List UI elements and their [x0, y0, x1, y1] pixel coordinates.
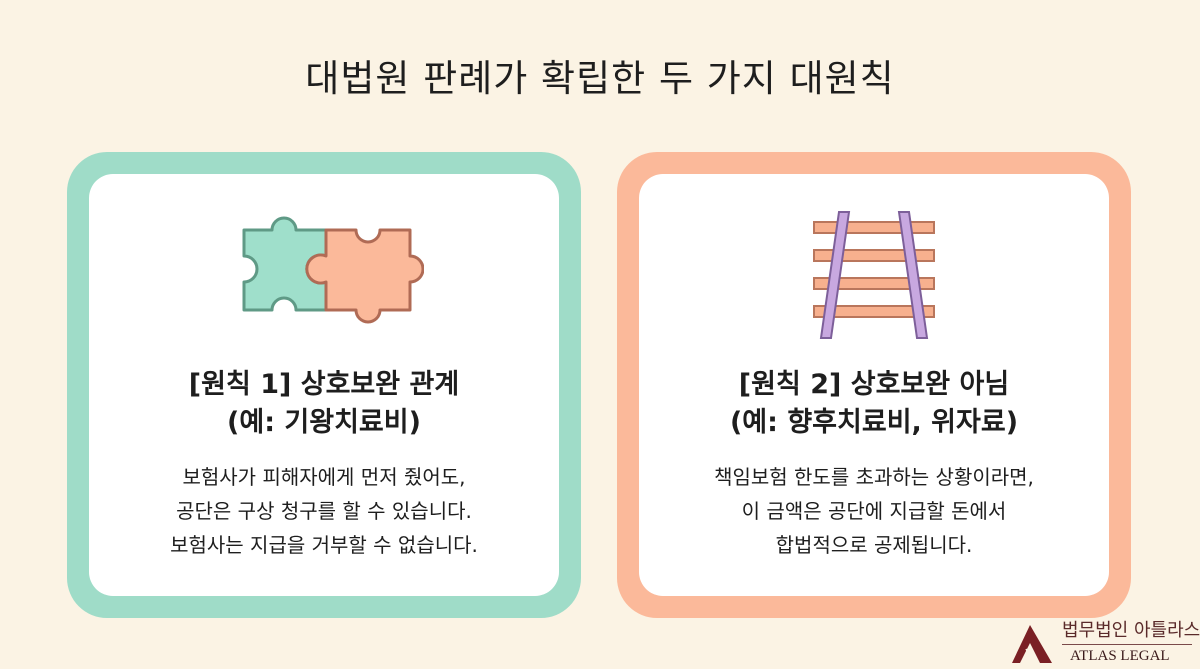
- logo-name-korean: 법무법인 아틀라스: [1062, 620, 1200, 641]
- page-title: 대법원 판례가 확립한 두 가지 대원칙: [305, 57, 895, 100]
- description-line: 공단은 구상 청구를 할 수 있습니다.: [176, 499, 472, 523]
- description-line: 합법적으로 공제됩니다.: [775, 533, 973, 557]
- principle-1-heading: [원칙 1] 상호보완 관계 (예: 기왕치료비): [89, 366, 559, 442]
- principle-2-heading: [원칙 2] 상호보완 아님 (예: 향후치료비, 위자료): [639, 366, 1109, 442]
- heading-line: [원칙 1] 상호보완 관계: [188, 369, 460, 400]
- heading-example: (예: 기왕치료비): [227, 407, 421, 438]
- railroad-track-icon: [813, 211, 935, 339]
- logo-text: 법무법인 아틀라스 ATLAS LEGAL: [1062, 620, 1200, 665]
- firm-logo: 법무법인 아틀라스 ATLAS LEGAL: [1010, 620, 1200, 668]
- principle-2-card: [원칙 2] 상호보완 아님 (예: 향후치료비, 위자료) 책임보험 한도를 …: [617, 152, 1131, 618]
- description-line: 보험사가 피해자에게 먼저 줬어도,: [182, 465, 466, 489]
- principle-2-description: 책임보험 한도를 초과하는 상황이라면, 이 금액은 공단에 지급할 돈에서 합…: [639, 460, 1109, 562]
- atlas-logo-icon: [1012, 625, 1052, 664]
- logo-divider: [1062, 644, 1192, 645]
- heading-example: (예: 향후치료비, 위자료): [729, 407, 1019, 438]
- puzzle-icon: [242, 216, 424, 324]
- principle-1-card: [원칙 1] 상호보완 관계 (예: 기왕치료비) 보험사가 피해자에게 먼저 …: [67, 152, 581, 618]
- description-line: 이 금액은 공단에 지급할 돈에서: [741, 499, 1007, 523]
- heading-line: [원칙 2] 상호보완 아님: [738, 369, 1010, 400]
- logo-name-english: ATLAS LEGAL: [1070, 648, 1170, 664]
- principle-1-description: 보험사가 피해자에게 먼저 줬어도, 공단은 구상 청구를 할 수 있습니다. …: [89, 460, 559, 562]
- description-line: 책임보험 한도를 초과하는 상황이라면,: [714, 465, 1034, 489]
- description-line: 보험사는 지급을 거부할 수 없습니다.: [170, 533, 478, 557]
